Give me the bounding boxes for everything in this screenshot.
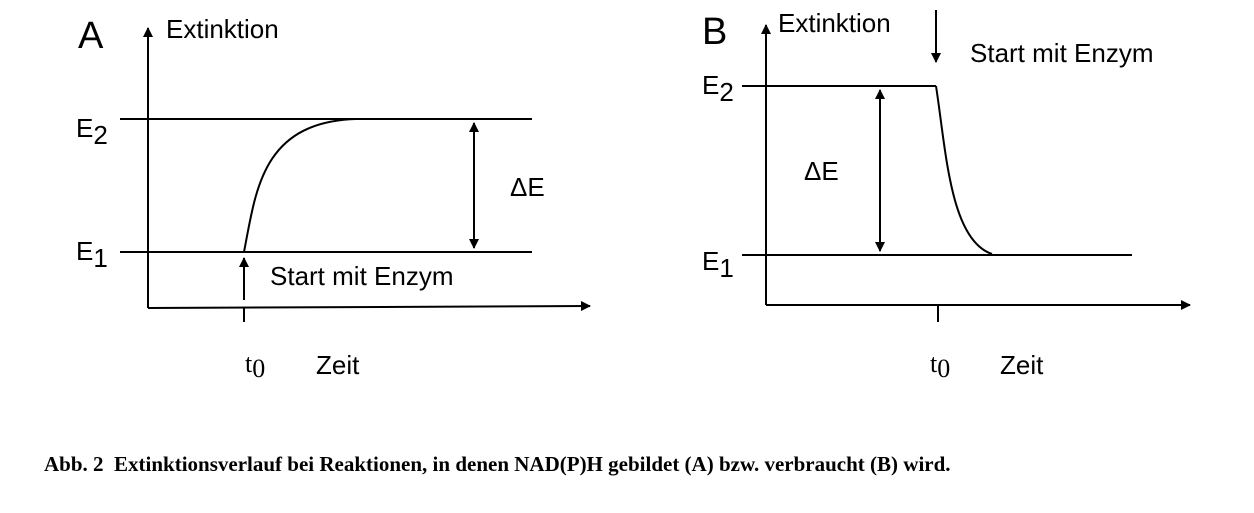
panel-a-letter: A — [78, 15, 104, 57]
panel-a-x-axis-label: Zeit — [316, 350, 360, 380]
panel-b-t0-label: t0 — [930, 349, 950, 383]
caption-text: Extinktionsverlauf bei Reaktionen, in de… — [114, 452, 951, 476]
panel-b-y-axis-label: Extinktion — [778, 8, 891, 38]
panel-a-e1-label: E1 — [76, 236, 108, 273]
panel-a-x-axis — [147, 301, 591, 312]
panel-b: B Extinktion E2 E1 Start mit Enzym ΔE t0… — [702, 8, 1191, 383]
panel-a-start-label: Start mit Enzym — [270, 261, 453, 291]
panel-a-t0-label: t0 — [245, 349, 265, 383]
panel-b-start-label: Start mit Enzym — [970, 38, 1153, 68]
panel-b-delta-label: ΔE — [804, 156, 839, 186]
panel-b-x-axis-label: Zeit — [1000, 350, 1044, 380]
panel-a-delta-label: ΔE — [510, 172, 545, 202]
panel-b-letter: B — [702, 11, 727, 53]
panel-b-extinction-curve — [935, 85, 993, 255]
panel-a-e2-label: E2 — [76, 113, 108, 150]
panel-a: A Extinktion E2 E1 ΔE Start mit Enzym t0… — [76, 14, 591, 383]
panel-b-e2-label: E2 — [702, 70, 734, 107]
panel-a-y-axis-label: Extinktion — [166, 14, 279, 44]
caption-number: Abb. 2 — [44, 452, 104, 476]
panel-a-extinction-curve — [243, 118, 357, 253]
figure-caption: Abb. 2 Extinktionsverlauf bei Reaktionen… — [44, 452, 1224, 477]
panel-b-e1-label: E1 — [702, 246, 734, 283]
